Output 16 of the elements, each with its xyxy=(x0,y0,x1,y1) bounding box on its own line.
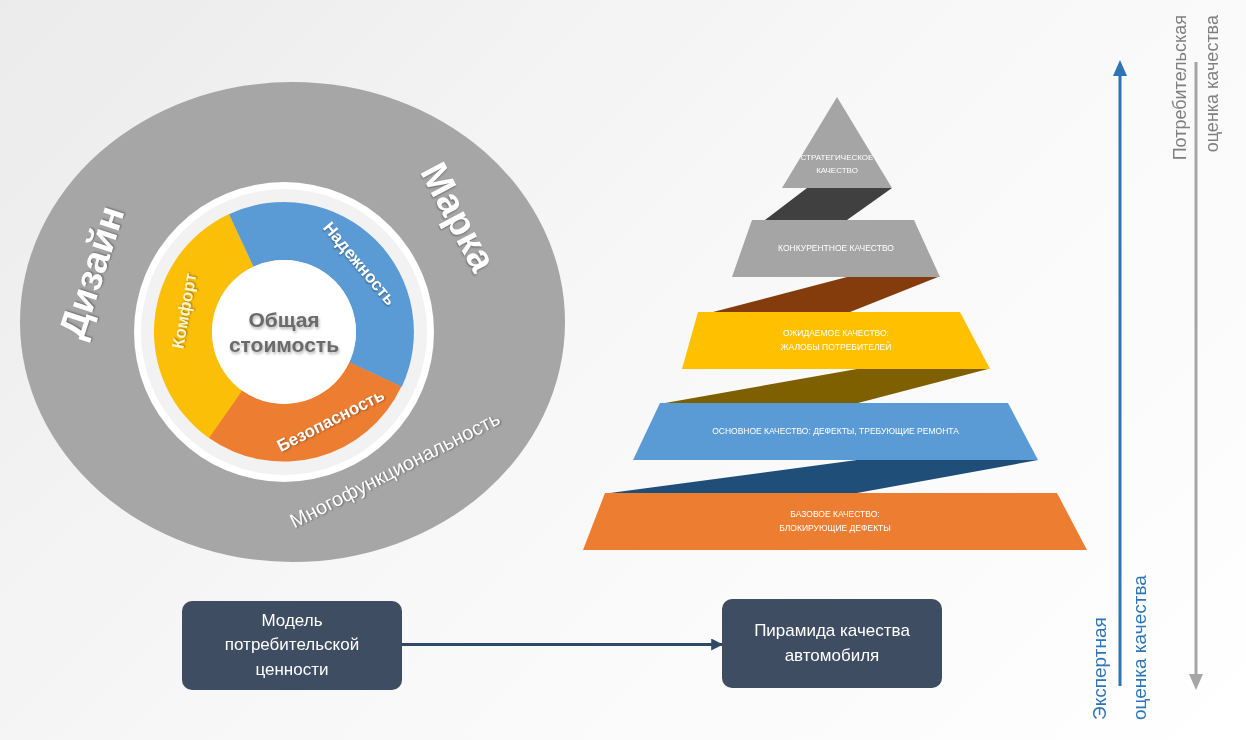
ring-label: Дизайн xyxy=(50,200,134,344)
tier-label: ОЖИДАЕМОЕ КАЧЕСТВО: ЖАЛОБЫ ПОТРЕБИТЕЛЕЙ xyxy=(779,326,893,354)
tier-label: ОСНОВНОЕ КАЧЕСТВО: ДЕФЕКТЫ, ТРЕБУЮЩИЕ РЕМОНТА xyxy=(711,424,960,438)
arrow xyxy=(402,638,724,651)
tier-label: БАЗОВОЕ КАЧЕСТВО: БЛОКИРУЮЩИЕ ДЕФЕКТЫ xyxy=(778,507,892,535)
axis-label: Потребительская оценка качества xyxy=(1169,15,1223,163)
box-label: Пирамида качества автомобиля xyxy=(753,619,911,667)
box-label: Модель потребительской ценности xyxy=(223,609,361,681)
axis-label: Экспертная оценка качества xyxy=(1088,574,1151,720)
caption-box xyxy=(182,601,402,690)
ring-diagram xyxy=(20,82,565,562)
tier-label: КОНКУРЕНТНОЕ КАЧЕСТВО xyxy=(777,241,895,255)
caption-box xyxy=(722,599,942,688)
center-label: Общая стоимость xyxy=(227,306,341,358)
tier-label: СТРАТЕГИЧЕСКОЕ КАЧЕСТВО xyxy=(799,151,875,177)
segment-label: Комфорт xyxy=(168,271,202,351)
